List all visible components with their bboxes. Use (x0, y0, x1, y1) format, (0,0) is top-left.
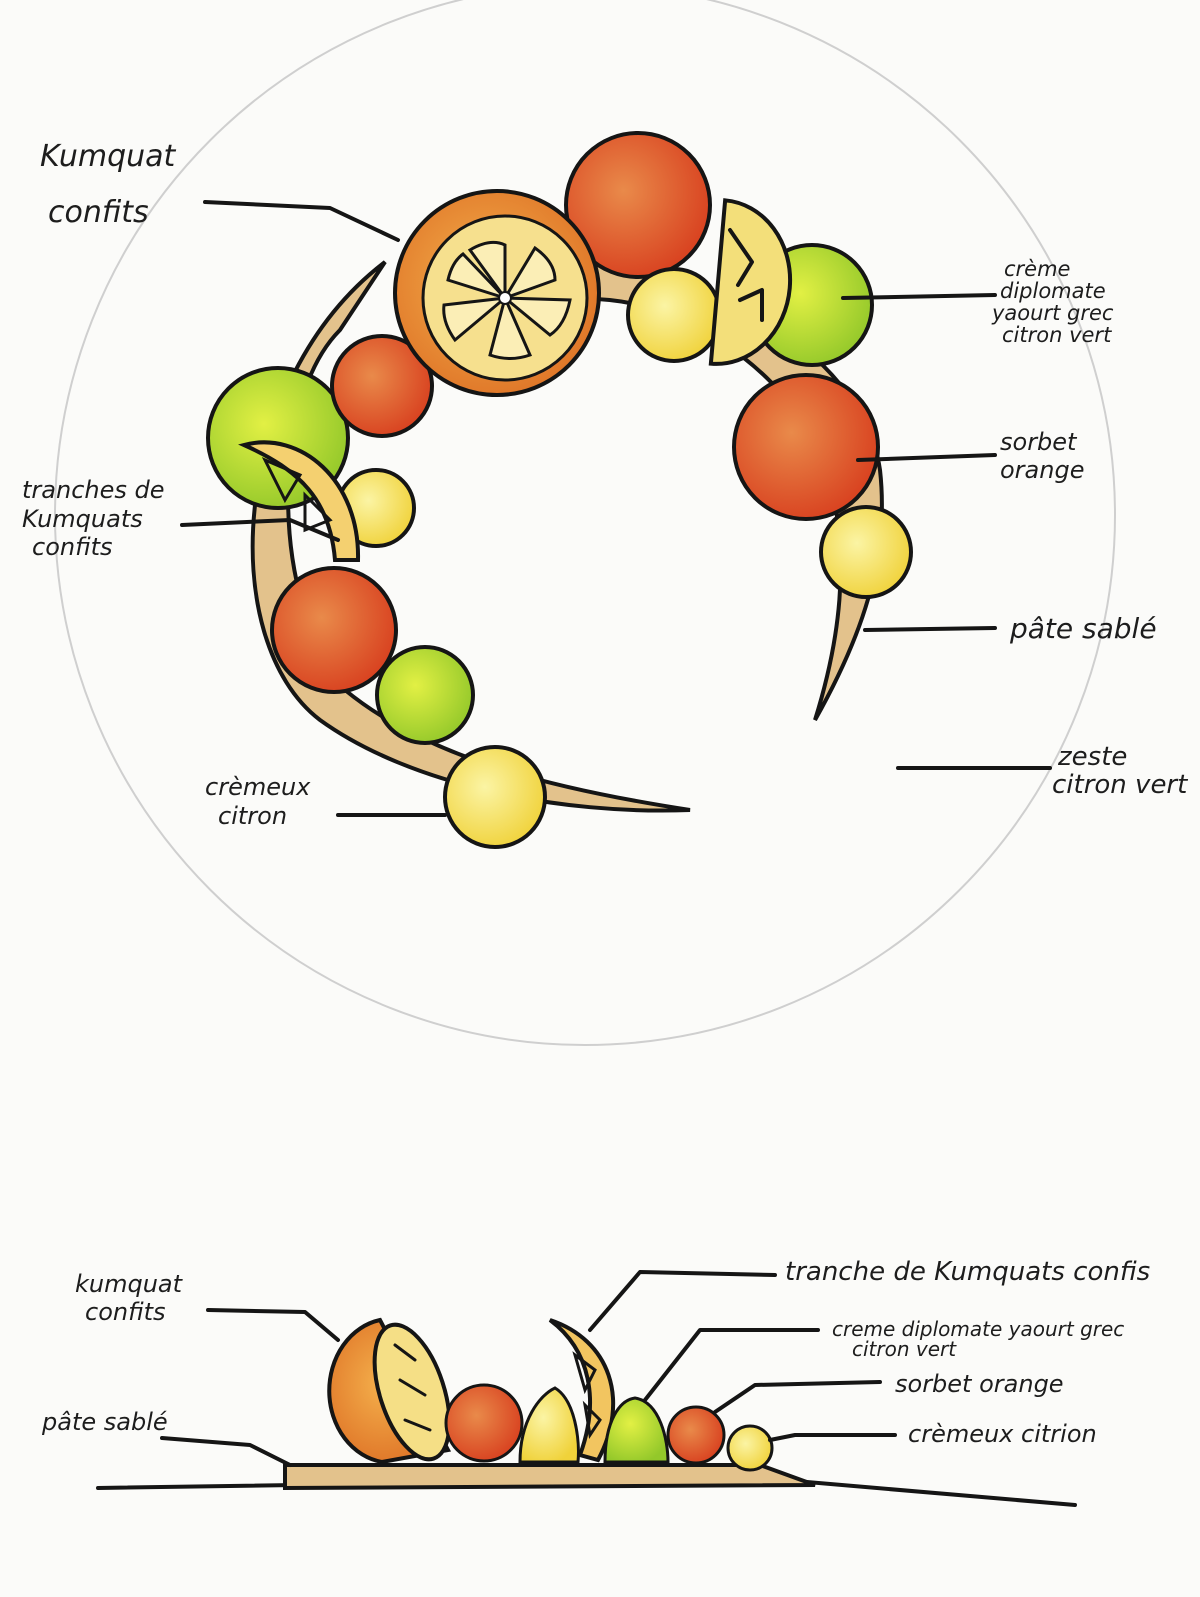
lemon-cremeux-sphere (443, 745, 547, 849)
side-orange-sorbet-2 (666, 1405, 726, 1465)
leader-sorbet (856, 453, 997, 462)
label-side-creme-2: citron vert (852, 1337, 957, 1361)
label-tranches: tranches de (22, 476, 165, 504)
label-creme-3: yaourt grec (991, 301, 1114, 325)
side-orange-sorbet (444, 1383, 524, 1463)
side-lemon-quenelle (518, 1386, 580, 1464)
kumquat-half-slice (708, 198, 793, 366)
lemon-cremeux-sphere (819, 505, 913, 599)
leader-side-pate (160, 1436, 292, 1467)
leader-side-cremeux (768, 1433, 897, 1442)
label-zeste-2: citron vert (1052, 770, 1188, 800)
label-side-creme: creme diplomate yaourt grec (832, 1317, 1124, 1341)
label-creme: crème (1004, 257, 1070, 281)
label-kumquat-confits: Kumquat (40, 139, 177, 174)
label-side-cremeux: crèmeux citrion (908, 1420, 1097, 1448)
leader-pate-sable (863, 626, 997, 632)
label-side-kumquat-2: confits (85, 1298, 166, 1326)
label-zeste: zeste (1057, 742, 1127, 772)
label-side-tranche: tranche de Kumquats confis (785, 1257, 1150, 1287)
label-creme-2: diplomate (1000, 279, 1106, 303)
orange-sorbet-sphere (270, 566, 398, 694)
label-creme-4: citron vert (1002, 323, 1112, 347)
label-tranches-3: confits (32, 533, 113, 561)
label-kumquat-confits-2: confits (48, 195, 149, 230)
leader-side-creme (643, 1328, 820, 1402)
plate-outline (54, 0, 1116, 1046)
leader-side-kumquat (206, 1308, 340, 1342)
orange-sorbet-sphere (732, 373, 880, 521)
side-kumquat-tranche (548, 1318, 615, 1463)
lime-creme-sphere (375, 645, 475, 745)
pate-sable-crescent (250, 260, 691, 813)
side-kumquat-half (327, 1317, 452, 1465)
leader-tranches (180, 518, 340, 542)
leader-creme-diplomate (841, 293, 997, 300)
label-tranches-2: Kumquats (22, 505, 143, 533)
label-sorbet: sorbet (1000, 428, 1078, 456)
kumquat-tranche-left (238, 440, 361, 562)
lemon-cremeux-sphere (626, 267, 722, 363)
side-lemon-cremeux (726, 1424, 774, 1472)
side-lime-creme (603, 1396, 670, 1464)
leader-kumquat-confits (203, 200, 400, 242)
orange-sorbet-sphere (330, 334, 434, 438)
label-side-kumquat: kumquat (75, 1270, 184, 1298)
label-side-pate: pâte sablé (41, 1408, 168, 1436)
label-cremeux-2: citron (218, 802, 287, 830)
kumquat-confit-slice (393, 189, 601, 397)
label-sorbet-2: orange (1000, 456, 1084, 484)
label-side-sorbet: sorbet orange (895, 1370, 1064, 1398)
leader-side-tranche (588, 1270, 777, 1332)
label-cremeux: crèmeux (205, 773, 311, 801)
label-pate-sable: pâte sablé (1009, 612, 1157, 645)
pate-sable-base (283, 1463, 816, 1491)
leader-side-sorbet (713, 1380, 882, 1414)
orange-sorbet-sphere (564, 131, 712, 279)
